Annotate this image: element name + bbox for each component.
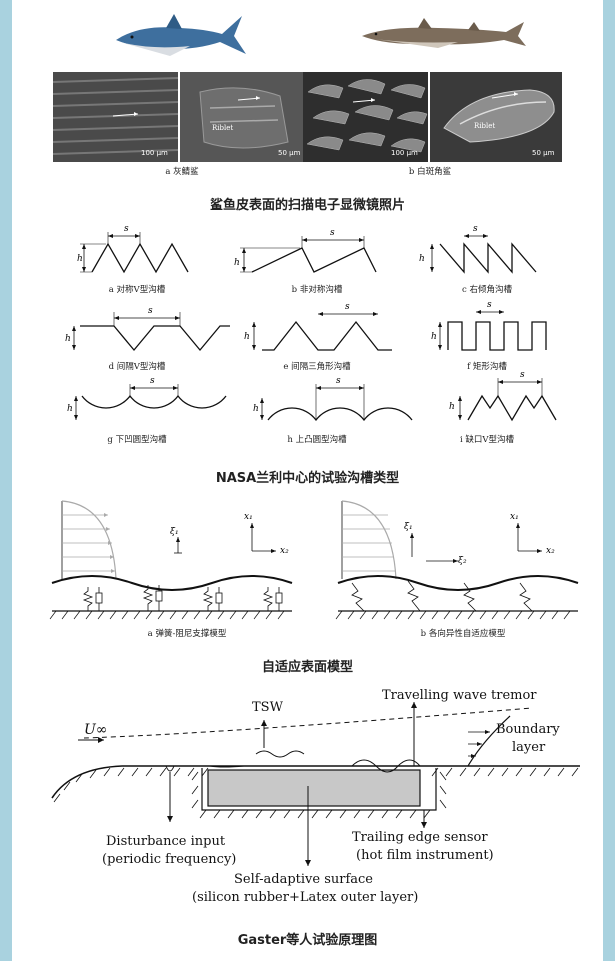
groove-label-a: a 对称V型沟槽 — [82, 283, 192, 295]
groove-b — [240, 236, 376, 272]
caption-groove-types: NASA兰利中心的试验沟槽类型 — [12, 467, 603, 486]
axis-x1-left: x₁ — [244, 512, 253, 522]
sem-image-3: 100 µm — [303, 72, 428, 162]
groove-h — [260, 384, 412, 420]
xi1-left: ξ₁ — [170, 527, 179, 537]
xi2-right: ξ₂ — [458, 556, 467, 566]
dim-s-a: s — [124, 224, 129, 234]
u-infinity-label: U∞ — [84, 722, 107, 738]
spring-damper-model — [50, 501, 292, 619]
groove-types-diagram — [12, 222, 603, 452]
caption-shark-skin: 鲨鱼皮表面的扫描电子显微镜照片 — [12, 194, 603, 213]
groove-label-h: h 上凸圆型沟槽 — [262, 433, 372, 445]
dim-s-h: s — [336, 376, 341, 386]
groove-g — [74, 384, 226, 420]
groove-label-i: i 缺口V型沟槽 — [432, 433, 542, 445]
riblet-label-1: Riblet — [212, 124, 233, 132]
sem-scale-1: 100 µm — [141, 149, 168, 157]
spiny-dogfish-illustration — [358, 14, 528, 54]
travelling-wave-label: Travelling wave tremor — [382, 688, 537, 703]
groove-c — [430, 234, 536, 272]
groove-a — [80, 232, 188, 272]
tsw-label: TSW — [252, 700, 283, 715]
dim-h-f: h — [431, 332, 437, 342]
xi1-right: ξ₁ — [404, 522, 413, 532]
groove-label-b: b 非对称沟槽 — [262, 283, 372, 295]
dim-s-c: s — [473, 224, 478, 234]
axis-x1-right: x₁ — [510, 512, 519, 522]
model-label-a: a 弹簧-阻尼支撑模型 — [112, 627, 262, 639]
groove-label-d: d 间隔V型沟槽 — [82, 360, 192, 372]
trailing-edge-label-1: Trailing edge sensor — [352, 830, 488, 845]
sem-image-2: Riblet 50 µm — [180, 72, 310, 162]
model-label-b: b 各向异性自适应模型 — [388, 627, 538, 639]
groove-label-c: c 右倾角沟槽 — [432, 283, 542, 295]
sem-image-1: 100 µm — [53, 72, 178, 162]
sem-panel-label-b: b 白斑角鲨 — [390, 165, 470, 177]
dim-h-b: h — [234, 258, 240, 268]
self-adaptive-label-1: Self-adaptive surface — [234, 872, 373, 887]
riblet-label-2: Riblet — [474, 122, 495, 130]
sem-scale-3: 100 µm — [391, 149, 418, 157]
dim-s-g: s — [150, 376, 155, 386]
groove-e — [252, 312, 392, 350]
groove-label-f: f 矩形沟槽 — [432, 360, 542, 372]
dim-s-d: s — [148, 306, 153, 316]
disturbance-input-label-1: Disturbance input — [106, 834, 225, 849]
boundary-layer-label-1: Boundary — [496, 722, 560, 737]
axis-x2-right: x₂ — [546, 546, 555, 556]
sem-scale-2: 50 µm — [278, 149, 300, 157]
groove-label-e: e 间隔三角形沟槽 — [262, 360, 372, 372]
dim-h-i: h — [449, 402, 455, 412]
dim-h-d: h — [65, 334, 71, 344]
article-page: 100 µm Riblet 50 µm 100 µm — [12, 0, 603, 961]
trailing-edge-label-2: (hot film instrument) — [356, 848, 494, 863]
dim-h-h: h — [253, 404, 259, 414]
dim-h-e: h — [244, 332, 250, 342]
anisotropic-model — [336, 501, 578, 619]
groove-label-g: g 下凹圆型沟槽 — [82, 433, 192, 445]
dim-s-e: s — [345, 302, 350, 312]
boundary-layer-label-2: layer — [512, 740, 545, 755]
caption-adaptive-surface: 自适应表面模型 — [12, 656, 603, 675]
dim-s-b: s — [330, 228, 335, 238]
self-adaptive-label-2: (silicon rubber+Latex outer layer) — [192, 890, 418, 905]
sem-panel-label-a: a 灰鲭鲨 — [142, 165, 222, 177]
groove-d — [72, 312, 230, 350]
sem-image-4: Riblet 50 µm — [430, 72, 562, 162]
dim-h-c: h — [419, 254, 425, 264]
dim-h-a: h — [77, 254, 83, 264]
dim-s-f: s — [487, 300, 492, 310]
groove-i — [458, 378, 556, 420]
mako-shark-illustration — [110, 12, 250, 60]
disturbance-input-label-2: (periodic frequency) — [102, 852, 236, 867]
groove-f — [438, 310, 546, 350]
caption-gaster-experiment: Gaster等人试验原理图 — [12, 929, 603, 948]
dim-h-g: h — [67, 404, 73, 414]
axis-x2-left: x₂ — [280, 546, 289, 556]
sem-scale-4: 50 µm — [532, 149, 554, 157]
